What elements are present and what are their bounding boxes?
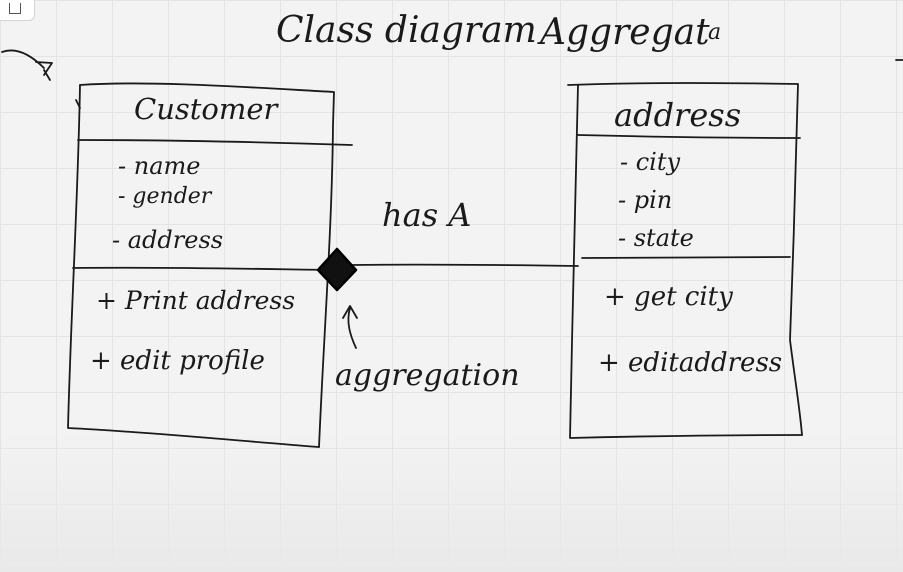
customer-attribute: - address	[112, 226, 224, 254]
address-class-box	[567, 82, 803, 439]
address-attribute: - pin	[618, 186, 673, 214]
customer-header-divider	[77, 139, 353, 146]
customer-class-box	[67, 82, 353, 448]
pen-cursor-icon	[1, 49, 53, 81]
address-section-divider	[581, 256, 791, 259]
customer-attribute: - gender	[118, 184, 212, 209]
address-attribute: - state	[618, 224, 694, 252]
address-attribute: - city	[620, 148, 681, 176]
customer-method: + Print address	[96, 286, 296, 315]
address-class-name: address	[614, 96, 742, 134]
customer-class-name: Customer	[134, 92, 278, 126]
aggregation-annotation: aggregation	[335, 358, 520, 393]
relationship-label: has A	[382, 196, 472, 234]
diagram-title-continued: Aggregat	[540, 12, 710, 53]
diagram-title: Class diagram	[276, 10, 537, 51]
customer-section-divider	[72, 266, 334, 271]
stray-letter: a	[708, 20, 722, 45]
annotation-arrow	[342, 305, 358, 349]
address-method: + editaddress	[598, 348, 783, 378]
address-header-divider	[577, 134, 801, 139]
canvas-bottom-shade	[0, 430, 903, 572]
aggregation-line	[351, 263, 579, 267]
aggregation-diamond	[316, 247, 358, 292]
address-method: + get city	[604, 282, 733, 312]
export-icon[interactable]	[0, 0, 35, 21]
customer-attribute: - name	[118, 152, 201, 180]
customer-method: + edit profile	[90, 346, 265, 376]
